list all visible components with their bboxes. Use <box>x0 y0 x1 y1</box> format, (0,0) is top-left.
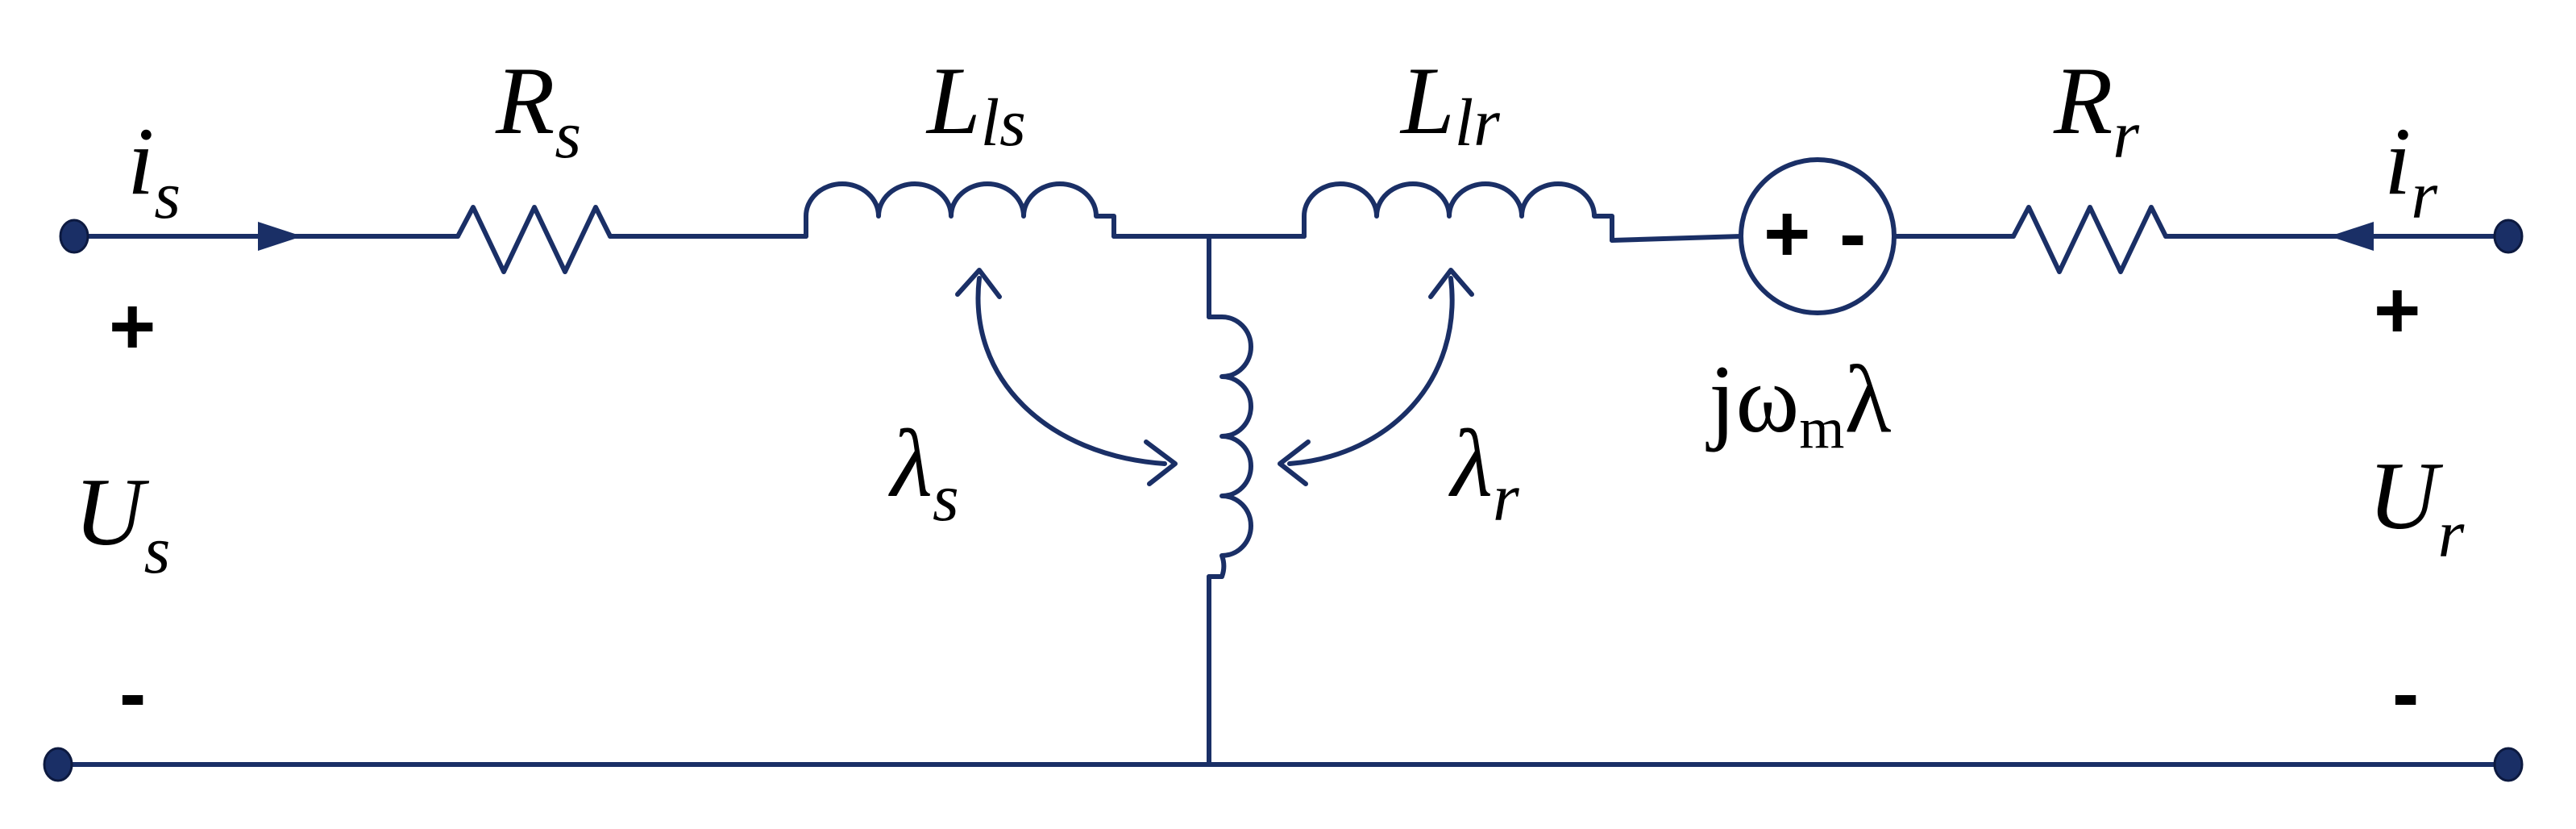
rotor-current-arrow <box>2329 222 2374 251</box>
source-lead-left <box>1610 234 1743 243</box>
source-label: jωmλ <box>1709 351 1892 458</box>
source-minus-sign: - <box>1839 189 1867 279</box>
rotor-leakage-symbol: L <box>1401 47 1455 154</box>
rotor-resistor <box>2011 205 2168 274</box>
stator-flux-arrowhead-start <box>955 268 1002 299</box>
rotor-flux-arrowhead-end <box>1278 439 1311 486</box>
stator-leakage-symbol: L <box>927 47 981 154</box>
rotor-voltage-label: Ur <box>2368 448 2464 569</box>
magnetizing-inductor <box>1207 315 1253 579</box>
source-label-prefix: jω <box>1709 345 1800 452</box>
stator-voltage-symbol: U <box>74 458 144 565</box>
rotor-bottom-terminal <box>2493 747 2524 782</box>
rotor-voltage-subscript: r <box>2437 497 2465 572</box>
stator-leakage-inductance-label: Lls <box>927 52 1026 157</box>
rotor-leakage-inductor <box>1302 181 1614 243</box>
stator-top-terminal <box>59 219 89 254</box>
rotor-voltage-symbol: U <box>2368 442 2438 549</box>
rotor-minus-sign: - <box>2392 648 2420 739</box>
source-label-suffix: λ <box>1844 345 1892 452</box>
rotor-flux-subscript: r <box>1492 460 1519 535</box>
rotor-resistance-symbol: R <box>2054 47 2113 154</box>
stator-voltage-label: Us <box>74 464 170 585</box>
stator-leakage-subscript: ls <box>980 85 1026 160</box>
stator-plus-sign: + <box>109 281 156 372</box>
rotor-flux-arrowhead-start <box>1428 268 1474 299</box>
rotor-flux-symbol: λ <box>1451 410 1493 517</box>
rotor-current-symbol: i <box>2384 107 2412 215</box>
stator-current-arrow <box>258 222 302 251</box>
stator-minus-sign: - <box>119 648 147 739</box>
stator-flux-arrow <box>975 276 1167 466</box>
rotor-plus-sign: + <box>2374 265 2421 356</box>
stator-leakage-inductor <box>804 181 1116 239</box>
stator-resistor <box>455 205 613 274</box>
stator-current-symbol: i <box>127 107 155 215</box>
stator-current-label: is <box>127 113 181 230</box>
stator-flux-label: λs <box>891 415 959 532</box>
rotor-resistance-subscript: r <box>2113 98 2140 173</box>
rotor-resistance-label: Rr <box>2054 52 2139 169</box>
rotor-top-terminal <box>2493 219 2524 254</box>
stator-flux-arrowhead-end <box>1144 439 1178 486</box>
stator-voltage-subscript: s <box>143 513 171 588</box>
stator-resistance-symbol: R <box>496 47 555 154</box>
rotor-leakage-inductance-label: Llr <box>1401 52 1500 157</box>
stator-resistance-subscript: s <box>555 98 582 173</box>
rotor-flux-label: λr <box>1451 415 1519 532</box>
stator-flux-subscript: s <box>932 460 959 535</box>
source-label-subscript: m <box>1799 396 1845 460</box>
source-plus-sign: + <box>1764 189 1811 279</box>
rotor-flux-arrow <box>1287 276 1455 466</box>
rotor-current-label: ir <box>2384 113 2437 230</box>
rotor-leakage-subscript: lr <box>1454 85 1500 160</box>
stator-current-subscript: s <box>154 158 181 233</box>
stator-flux-symbol: λ <box>891 410 933 517</box>
rotor-current-subscript: r <box>2411 158 2438 233</box>
stator-resistance-label: Rs <box>496 52 581 169</box>
stator-bottom-terminal <box>43 747 73 782</box>
